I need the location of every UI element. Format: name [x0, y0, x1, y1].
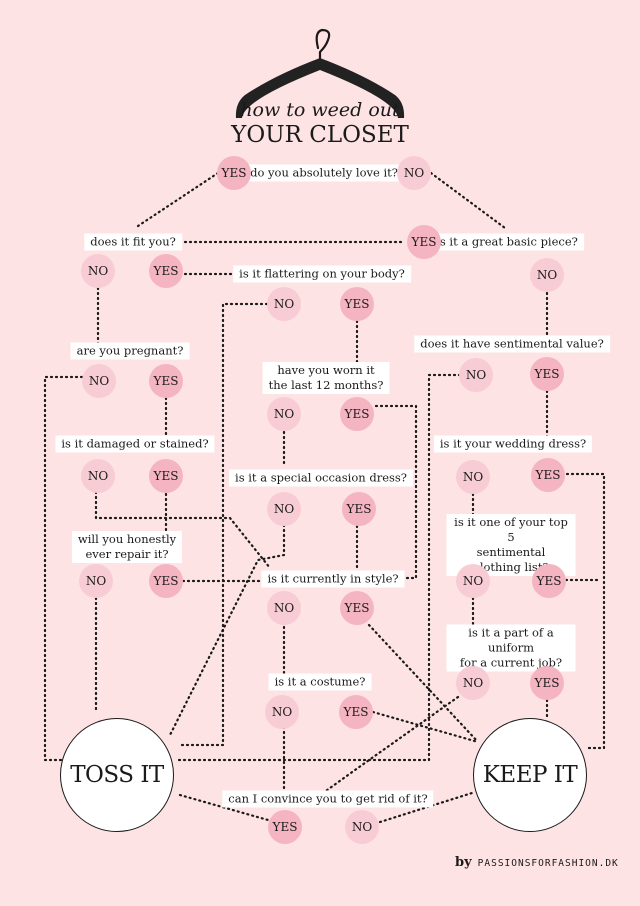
hanger-icon: [235, 58, 405, 118]
question-costume: is it a costume?: [268, 673, 372, 691]
answer-yes-top5: YES: [532, 564, 566, 598]
answer-no-pregnant: NO: [82, 364, 116, 398]
answer-no-convince: NO: [345, 810, 379, 844]
answer-yes-flattering: YES: [340, 287, 374, 321]
answer-no-fit: NO: [81, 254, 115, 288]
answer-no-top5: NO: [456, 564, 490, 598]
answer-yes-worn: YES: [340, 397, 374, 431]
question-fit: does it fit you?: [84, 233, 182, 251]
question-pregnant: are you pregnant?: [70, 342, 190, 360]
connector-lines: [43, 171, 606, 824]
answer-yes-convince: YES: [268, 810, 302, 844]
question-occasion: is it a special occasion dress?: [229, 469, 413, 487]
question-damaged: is it damaged or stained?: [55, 435, 215, 453]
answer-yes-occasion: YES: [342, 492, 376, 526]
question-style: is it currently in style?: [261, 570, 405, 588]
question-uniform: is it a part of a uniform for a current …: [446, 624, 576, 672]
answer-no-occasion: NO: [267, 492, 301, 526]
question-worn: have you worn it the last 12 months?: [262, 362, 390, 394]
credit-by: by: [455, 855, 472, 870]
answer-yes-sentimental: YES: [530, 357, 564, 391]
answer-no-costume: NO: [265, 695, 299, 729]
question-sentimental: does it have sentimental value?: [414, 335, 610, 353]
question-repair: will you honestly ever repair it?: [71, 531, 183, 563]
question-basic: is it a great basic piece?: [430, 233, 584, 251]
credit-site: PASSIONSFORFASHION.DK: [477, 858, 619, 869]
question-wedding: is it your wedding dress?: [433, 435, 593, 453]
question-love: do you absolutely love it?: [244, 164, 404, 182]
answer-no-damaged: NO: [81, 459, 115, 493]
answer-no-flattering: NO: [267, 287, 301, 321]
answer-no-repair: NO: [79, 564, 113, 598]
answer-yes-damaged: YES: [149, 459, 183, 493]
answer-yes-repair: YES: [149, 564, 183, 598]
answer-yes-love: YES: [217, 156, 251, 190]
answer-yes-costume: YES: [339, 695, 373, 729]
answer-no-uniform: NO: [456, 666, 490, 700]
outcome-keep-it: KEEP IT: [473, 718, 587, 832]
answer-yes-fit-left: YES: [149, 254, 183, 288]
answer-yes-wedding: YES: [531, 458, 565, 492]
answer-yes-fit: YES: [407, 225, 441, 259]
hanger-hook-icon: [315, 28, 331, 62]
page-title: YOUR CLOSET: [231, 122, 409, 148]
answer-yes-style: YES: [340, 591, 374, 625]
question-flattering: is it flattering on your body?: [233, 265, 411, 283]
answer-no-wedding: NO: [456, 460, 490, 494]
answer-no-worn: NO: [267, 397, 301, 431]
outcome-toss-it: TOSS IT: [60, 718, 174, 832]
answer-yes-pregnant: YES: [149, 364, 183, 398]
answer-no-sentimental: NO: [459, 358, 493, 392]
answer-no-style: NO: [267, 591, 301, 625]
answer-yes-uniform: YES: [530, 666, 564, 700]
title-script: how to weed out: [240, 99, 400, 121]
question-convince: can I convince you to get rid of it?: [222, 790, 434, 808]
answer-no-love: NO: [397, 156, 431, 190]
credit: by PASSIONSFORFASHION.DK: [455, 855, 619, 870]
answer-no-basic: NO: [530, 258, 564, 292]
